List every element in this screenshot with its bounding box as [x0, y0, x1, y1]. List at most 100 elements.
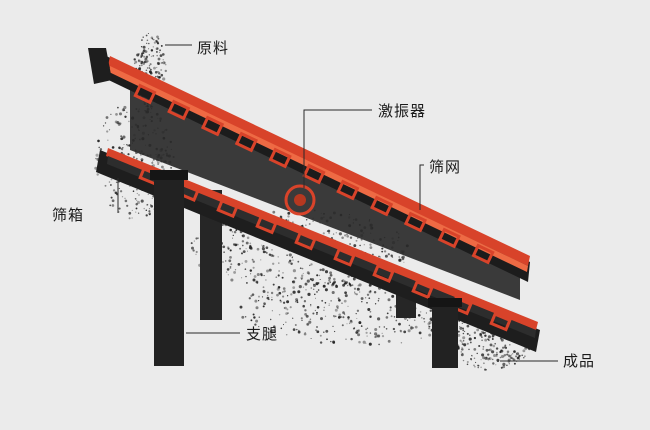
particle [237, 263, 241, 266]
particle [291, 280, 294, 283]
particle [306, 279, 310, 283]
particle [334, 308, 338, 312]
particle [500, 354, 504, 359]
particle [331, 290, 335, 295]
particle [358, 283, 362, 287]
particle [462, 329, 465, 332]
particle [282, 291, 284, 293]
particle [462, 340, 465, 342]
particle [278, 262, 280, 264]
particle [333, 315, 336, 318]
particle [292, 221, 294, 223]
particle [251, 293, 255, 296]
particle [155, 75, 157, 78]
particle [314, 297, 317, 299]
particle [310, 304, 312, 306]
particle [253, 275, 257, 278]
particle [229, 265, 232, 268]
particle [146, 39, 149, 42]
particle [469, 334, 471, 336]
label-support-legs: 支腿 [246, 325, 279, 343]
particle [150, 204, 154, 208]
particle [366, 301, 368, 304]
particle [152, 195, 155, 198]
particle [270, 291, 274, 295]
particle [148, 212, 151, 215]
particle [142, 36, 144, 38]
particle [110, 178, 113, 181]
particle [502, 346, 505, 349]
particle [134, 197, 137, 200]
particle [148, 54, 150, 56]
particle [232, 237, 234, 239]
particle [150, 68, 152, 71]
particle [153, 41, 156, 44]
particle [469, 341, 472, 344]
particle [137, 59, 141, 63]
particle [292, 286, 296, 289]
particle [153, 66, 156, 70]
particle [400, 342, 403, 344]
screen-box-body [130, 90, 520, 300]
particle [135, 202, 138, 206]
particle [332, 284, 335, 286]
particle [155, 40, 159, 44]
particle [517, 356, 520, 359]
particle [149, 63, 152, 66]
particle [256, 272, 260, 277]
particle [367, 307, 371, 312]
particle [102, 125, 105, 127]
particle [503, 356, 505, 358]
particle [227, 274, 229, 276]
particle [240, 252, 244, 255]
particle [361, 300, 363, 303]
particle [477, 364, 480, 367]
particle [114, 120, 118, 124]
particle [410, 327, 413, 330]
particle [150, 49, 154, 52]
particle [392, 327, 396, 331]
particle [262, 289, 266, 293]
particle [462, 327, 465, 330]
particle [270, 254, 274, 257]
particle [158, 51, 161, 53]
particle [355, 331, 359, 334]
particle [369, 310, 372, 313]
particle [366, 293, 370, 296]
particle [398, 258, 402, 262]
particle [239, 247, 242, 250]
particle [272, 329, 277, 333]
particle [139, 65, 141, 67]
particle [374, 335, 377, 339]
particle [491, 350, 495, 354]
particle [484, 331, 486, 334]
particle [428, 327, 431, 330]
particle [488, 339, 490, 341]
particle [126, 204, 129, 207]
particle [346, 284, 349, 287]
particle [145, 69, 148, 72]
particle [263, 275, 265, 277]
particle [344, 294, 348, 298]
particle [462, 359, 465, 362]
particle [162, 168, 165, 171]
particle [360, 297, 364, 300]
particle [296, 299, 299, 302]
particle [262, 305, 265, 308]
particle [384, 291, 387, 294]
particle [403, 261, 405, 263]
cross-member [294, 231, 317, 251]
particle [329, 273, 333, 277]
particle [287, 312, 289, 314]
particle [329, 271, 333, 275]
particle [373, 290, 377, 294]
particle [141, 52, 144, 55]
particle [357, 329, 360, 332]
particle [296, 301, 299, 304]
particle [254, 299, 258, 303]
particle [332, 325, 334, 328]
particle [328, 303, 330, 305]
particle [335, 232, 337, 234]
particle [292, 328, 296, 331]
particle [323, 331, 325, 334]
